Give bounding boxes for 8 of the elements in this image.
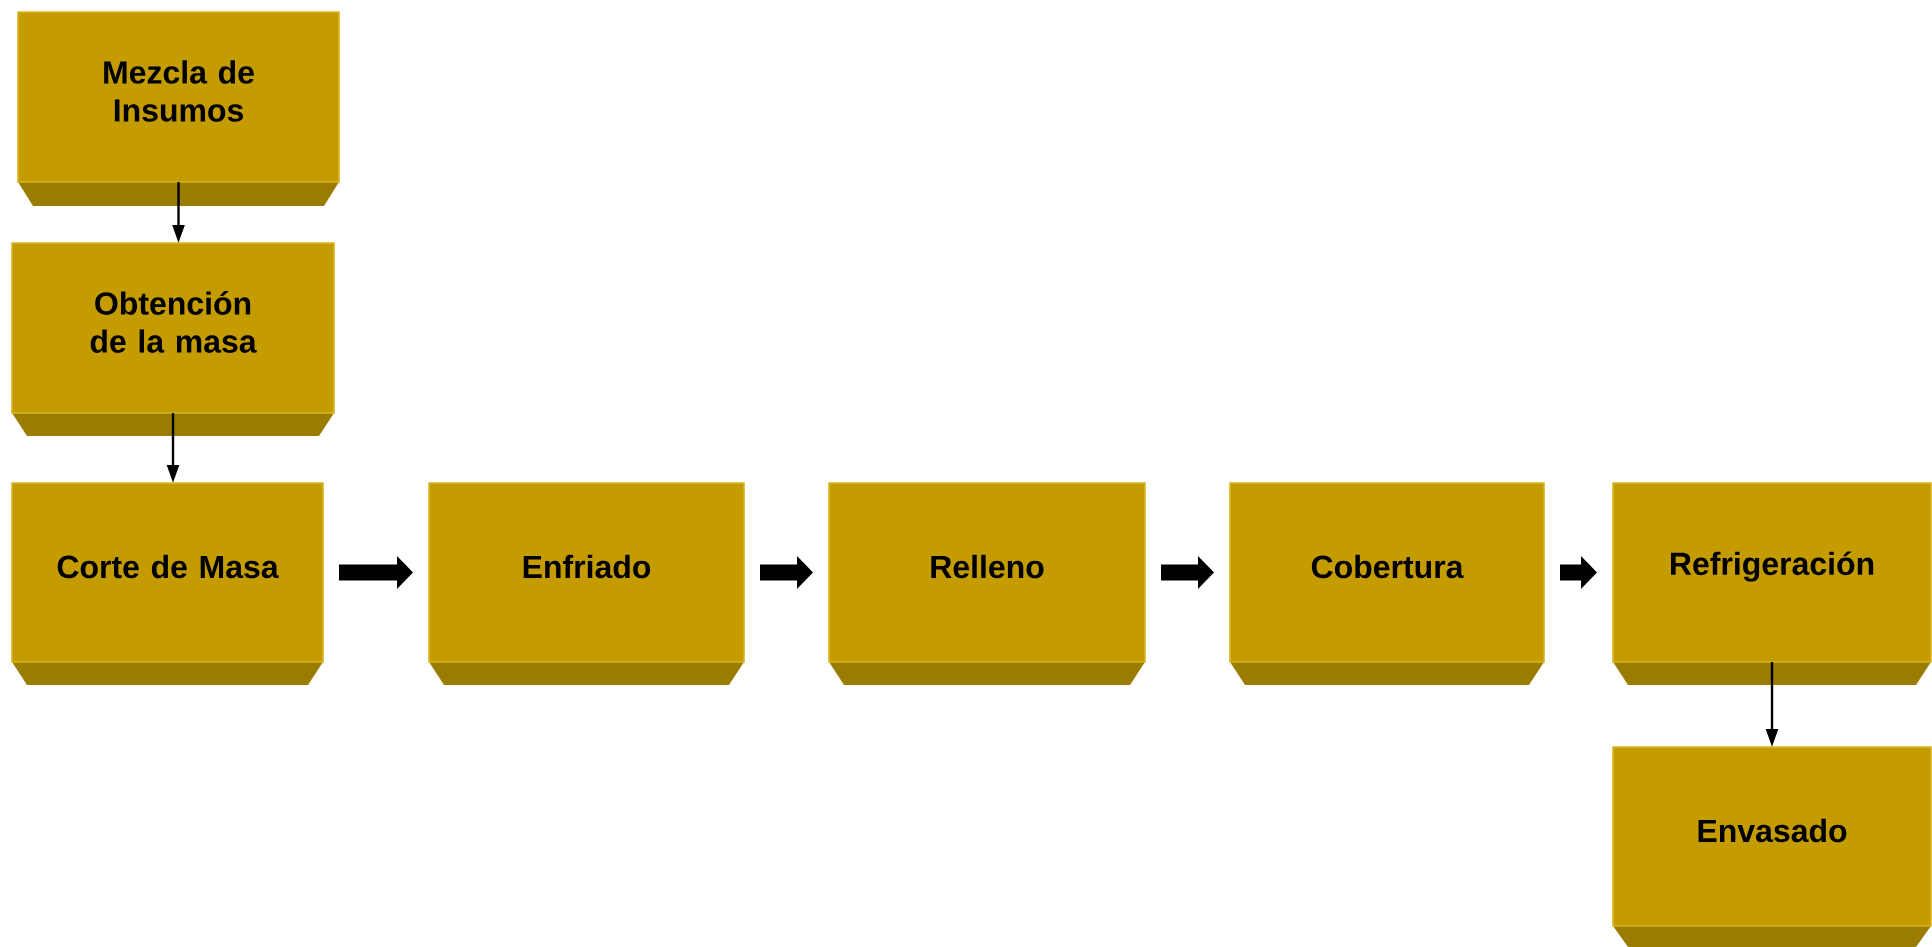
- process-box: Mezcla de Insumos: [17, 11, 340, 206]
- process-box: Envasado: [1612, 746, 1932, 947]
- process-box: Enfriado: [428, 482, 745, 685]
- process-box: Refrigeración: [1612, 482, 1932, 685]
- process-box: Cobertura: [1229, 482, 1545, 685]
- process-box: Relleno: [828, 482, 1146, 685]
- process-box: Obtención de la masa: [11, 242, 335, 436]
- process-box: Corte de Masa: [11, 482, 324, 685]
